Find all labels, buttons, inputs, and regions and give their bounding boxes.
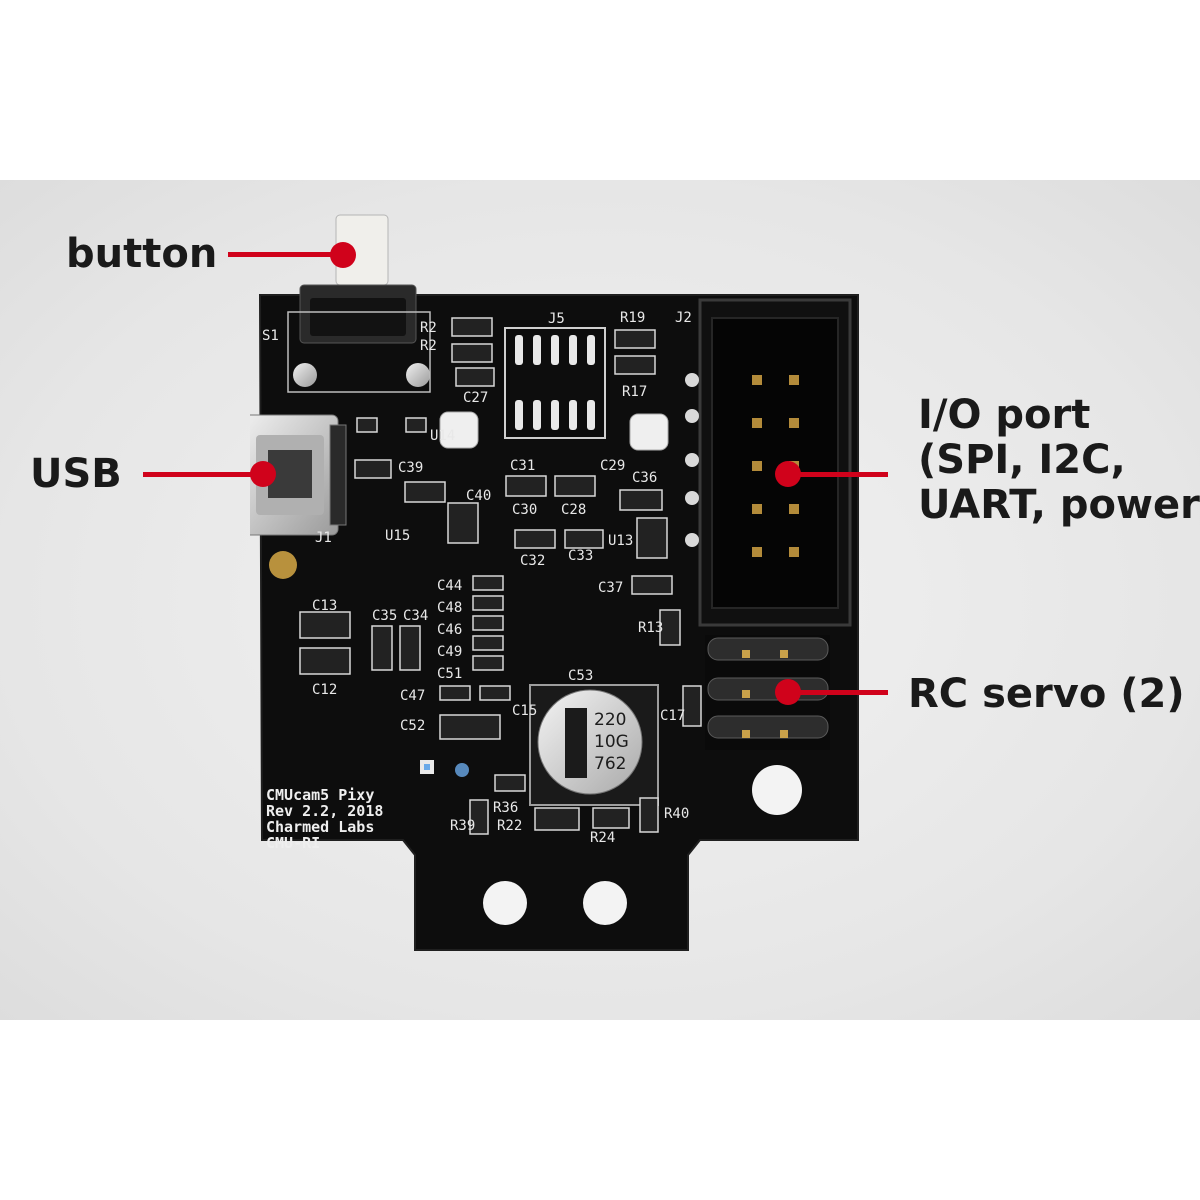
designator-u15: U15 xyxy=(385,528,410,544)
designator-r40: R40 xyxy=(664,806,689,822)
silkscreen-line-4: CMU-RI xyxy=(266,834,320,852)
designator-c48: C48 xyxy=(437,600,462,616)
pointer-servo-line xyxy=(790,690,888,695)
designator-u13: U13 xyxy=(608,533,633,549)
designator-r13: R13 xyxy=(638,620,663,636)
label-button: button xyxy=(66,231,218,277)
designator-c31: C31 xyxy=(510,458,535,474)
white-post-left xyxy=(439,411,479,449)
designator-s1: S1 xyxy=(262,328,279,344)
designator-c47: C47 xyxy=(400,688,425,704)
chip-j5 xyxy=(504,327,606,439)
designator-c35: C35 xyxy=(372,608,397,624)
designator-c51: C51 xyxy=(437,666,462,682)
designator-c12: C12 xyxy=(312,682,337,698)
designator-r24: R24 xyxy=(590,830,615,846)
designator-c15: C15 xyxy=(512,703,537,719)
pointer-io-dot xyxy=(775,461,801,487)
designator-j2: J2 xyxy=(675,310,692,326)
designator-r39: R39 xyxy=(450,818,475,834)
pixy-circuit-board: 220 10G 762 S1 R2 R2 J5 R19 J2 R xyxy=(250,214,859,951)
designator-r36: R36 xyxy=(493,800,518,816)
silkscreen-line-3: Charmed Labs xyxy=(266,818,374,836)
electrolytic-capacitor: 220 10G 762 xyxy=(529,684,659,806)
mount-hole-bottom-left xyxy=(483,881,527,925)
designator-r19: R19 xyxy=(620,310,645,326)
silkscreen-line-1: CMUcam5 Pixy xyxy=(266,786,374,804)
designator-c30: C30 xyxy=(512,502,537,518)
designator-c40: C40 xyxy=(466,488,491,504)
designator-j5: J5 xyxy=(548,311,565,327)
label-io-port-line-2: (SPI, I2C, xyxy=(918,436,1126,483)
label-io-port-line-3: UART, power) xyxy=(918,481,1200,528)
mount-hole-right xyxy=(752,765,802,815)
designator-c49: C49 xyxy=(437,644,462,660)
designator-u14: U14 xyxy=(430,428,455,444)
designator-c39: C39 xyxy=(398,460,423,476)
pointer-servo-dot xyxy=(775,679,801,705)
designator-c53: C53 xyxy=(568,668,593,684)
cap-marking-2: 10G xyxy=(594,732,629,752)
pointer-button-dot xyxy=(330,242,356,268)
label-usb: USB xyxy=(30,451,122,497)
label-rc-servo: RC servo (2) xyxy=(908,671,1185,717)
pointer-io-line xyxy=(785,472,888,477)
io-header xyxy=(685,298,852,627)
mount-hole-bottom-right xyxy=(583,881,627,925)
designator-r2a: R2 xyxy=(420,320,437,336)
push-button xyxy=(287,214,431,393)
pointer-button-line xyxy=(228,252,338,257)
designator-c28: C28 xyxy=(561,502,586,518)
label-io-port: I/O port (SPI, I2C, UART, power) xyxy=(918,393,1200,527)
designator-j1: J1 xyxy=(315,530,332,546)
designator-c46: C46 xyxy=(437,622,462,638)
designator-c17: C17 xyxy=(660,708,685,724)
designator-c32: C32 xyxy=(520,553,545,569)
cap-marking-1: 220 xyxy=(594,710,626,730)
label-io-port-line-1: I/O port xyxy=(918,392,1091,438)
pointer-usb-dot xyxy=(250,461,276,487)
designator-c33: C33 xyxy=(568,548,593,564)
white-post-right xyxy=(629,413,669,451)
designator-c52: C52 xyxy=(400,718,425,734)
designator-c34: C34 xyxy=(403,608,428,624)
designator-c44: C44 xyxy=(437,578,462,594)
pointer-usb-line xyxy=(143,472,263,477)
cap-marking-3: 762 xyxy=(594,754,626,774)
designator-c29: C29 xyxy=(600,458,625,474)
silkscreen-line-2: Rev 2.2, 2018 xyxy=(266,802,383,820)
designator-c36: C36 xyxy=(632,470,657,486)
smd-components xyxy=(299,317,702,835)
designator-r17: R17 xyxy=(622,384,647,400)
designator-c37: C37 xyxy=(598,580,623,596)
designator-r2b: R2 xyxy=(420,338,437,354)
designator-c27: C27 xyxy=(463,390,488,406)
designator-r22: R22 xyxy=(497,818,522,834)
designator-c13: C13 xyxy=(312,598,337,614)
